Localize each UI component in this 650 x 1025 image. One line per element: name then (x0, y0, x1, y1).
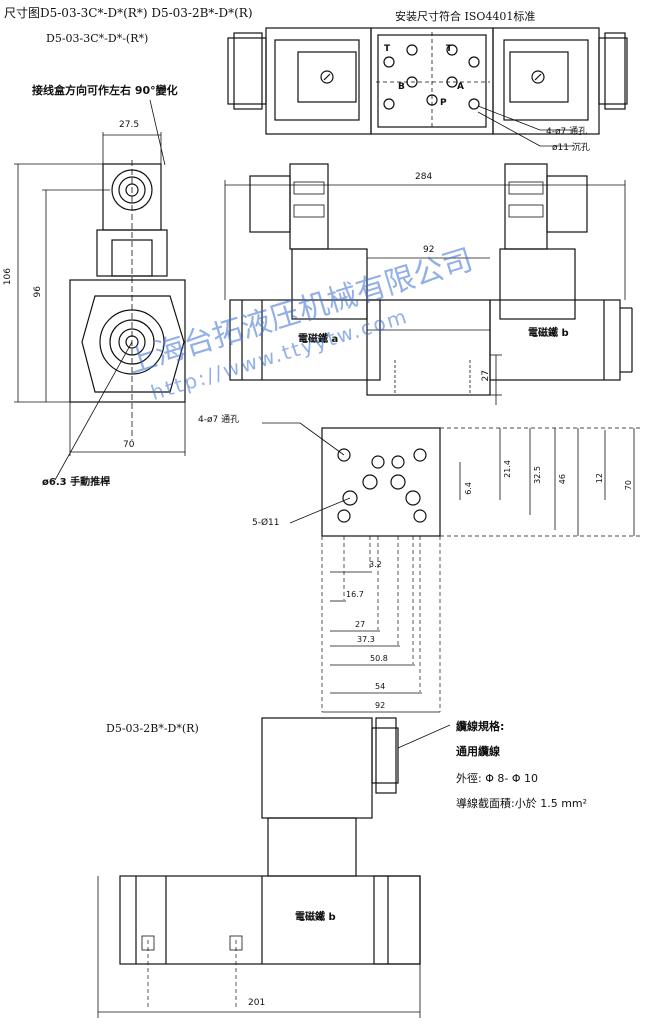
solenoid-a-label: 電磁鐵 a (298, 334, 339, 345)
mounting-face (262, 422, 640, 713)
dim-32-5: 32.5 (533, 466, 542, 484)
port-b: B (398, 82, 405, 92)
dim-96: 96 (33, 286, 43, 298)
dim-27-5: 27.5 (119, 120, 140, 130)
dim-50-8: 50.8 (370, 654, 388, 663)
dim-201: 201 (248, 998, 266, 1008)
dim-27-horizontal: 27 (355, 620, 366, 629)
holes-base-note: 4-ø7 通孔 (198, 415, 240, 425)
bottom-view (97, 717, 451, 1018)
dim-21-4: 21.4 (503, 460, 512, 478)
port-t-left: T (384, 44, 391, 54)
junction-box-note: 接线盒方向可作左右 90°變化 (32, 84, 178, 97)
cable-spec-line1: 通用纜線 (456, 745, 500, 758)
dim-27-vertical: 27 (481, 370, 491, 382)
dim-16-7: 16.7 (346, 590, 364, 599)
dim-92-bottom: 92 (375, 701, 386, 710)
manual-push-note: ø6.3 手動推桿 (42, 477, 111, 488)
dim-106: 106 (3, 268, 13, 286)
dim-92-top: 92 (423, 245, 435, 255)
drawing-subtitle: D5-03-3C*-D*-(R*) (46, 32, 149, 45)
solenoid-b-label: 電磁鐵 b (528, 328, 569, 339)
side-view (14, 99, 186, 481)
dim-284: 284 (415, 172, 433, 182)
port-a: A (457, 82, 464, 92)
port-t-right: T (446, 44, 453, 54)
dim-6-4: 6.4 (464, 482, 473, 495)
holes-base-note-2: 5-Ø11 (252, 518, 280, 528)
bottom-model-label: D5-03-2B*-D*(R) (106, 722, 199, 735)
port-p: P (440, 98, 447, 108)
holes-top-note: 4-ø7 通孔 (546, 127, 588, 137)
dim-46: 46 (558, 474, 567, 485)
dim-54: 54 (375, 682, 386, 691)
cable-spec-line3: 導線截面積:小於 1.5 mm² (456, 797, 588, 810)
standard-note: 安装尺寸符合 ISO4401标准 (395, 10, 536, 23)
cable-spec-title: 纜線規格: (456, 720, 505, 733)
dim-70-side: 70 (123, 440, 135, 450)
front-view (224, 163, 633, 405)
drawing-title: 尺寸图D5-03-3C*-D*(R*) D5-03-2B*-D*(R) (4, 6, 253, 20)
solenoid-b-bottom-label: 電磁鐵 b (295, 912, 336, 923)
counterbore-note: ø11 沉孔 (552, 143, 590, 153)
dim-37-3: 37.3 (357, 635, 375, 644)
dim-12: 12 (595, 473, 604, 484)
dim-70-right: 70 (624, 480, 633, 491)
cable-spec-line2: 外徑: Φ 8- Φ 10 (456, 772, 538, 785)
dim-3-2: 3.2 (369, 560, 382, 569)
top-view (227, 27, 628, 147)
